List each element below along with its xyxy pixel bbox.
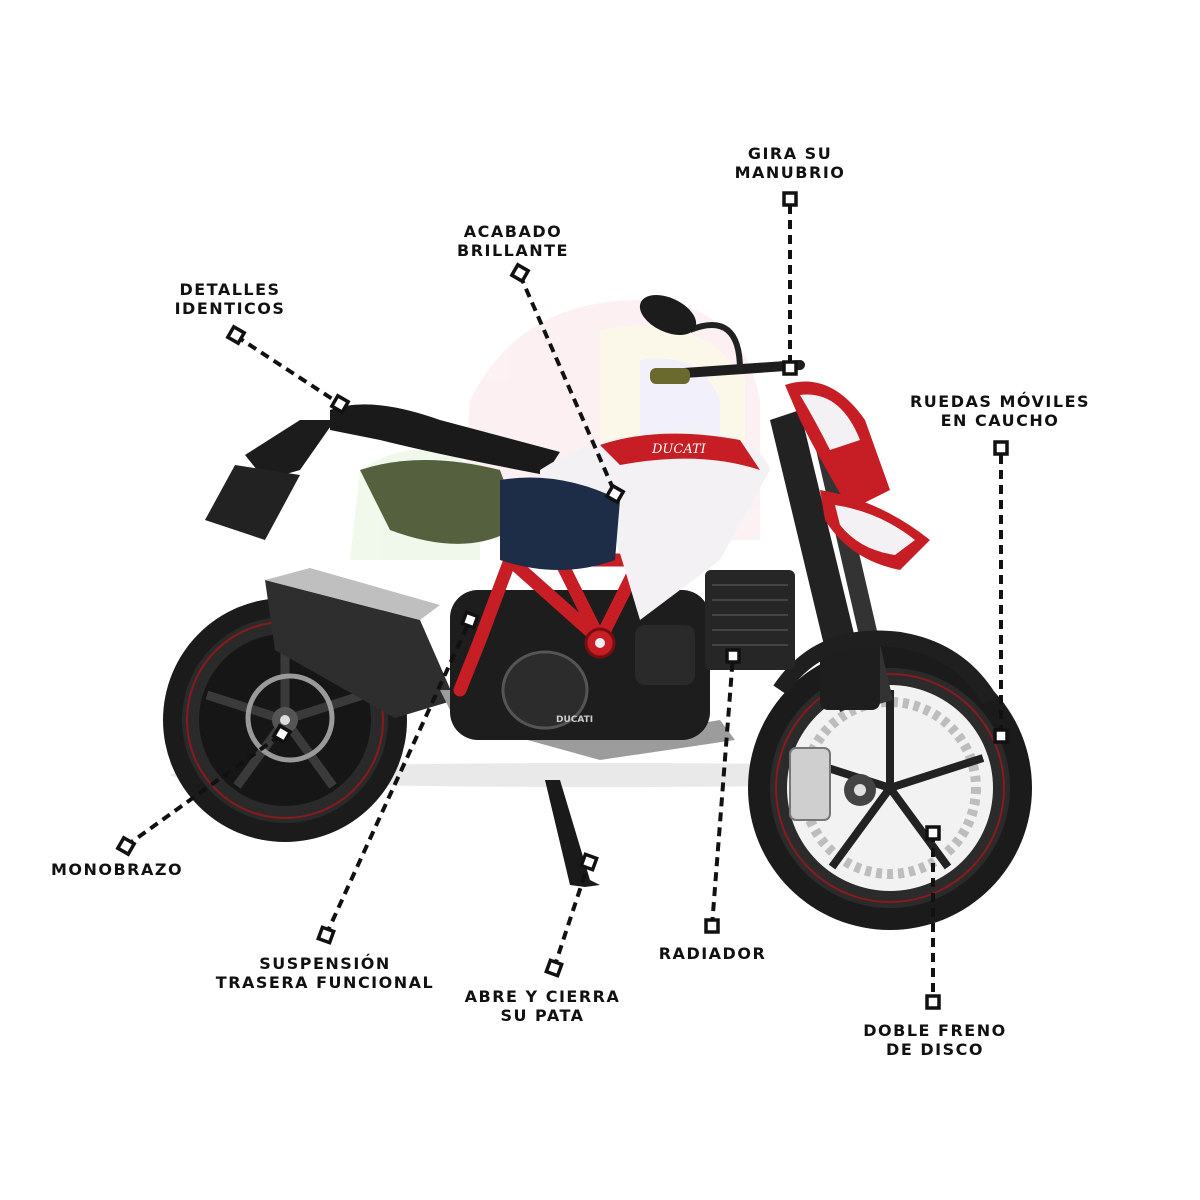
label-detalles-identicos: DETALLES IDENTICOS bbox=[174, 280, 286, 318]
side-panel bbox=[360, 460, 520, 544]
marker-acabado-top bbox=[509, 262, 531, 284]
callout-lines bbox=[124, 205, 1003, 1000]
tank-brand-text: DUCATI bbox=[651, 442, 707, 457]
engine: DUCATI bbox=[450, 590, 710, 740]
marker-monobrazo-start bbox=[115, 835, 137, 857]
fuel-tank: DUCATI bbox=[500, 430, 770, 620]
label-doble-freno-de-disco: DOBLE FRENO DE DISCO bbox=[863, 1021, 1007, 1059]
front-fork bbox=[770, 410, 997, 712]
sidestand bbox=[545, 780, 600, 887]
callout-markers bbox=[115, 191, 1009, 1010]
front-wheel bbox=[748, 646, 1032, 930]
marker-doble-bottom bbox=[925, 994, 941, 1010]
marker-abre-end bbox=[579, 852, 599, 872]
line-acabado bbox=[518, 274, 617, 494]
marker-doble-top bbox=[925, 825, 941, 841]
label-gira-su-manubrio: GIRA SU MANUBRIO bbox=[734, 144, 846, 182]
marker-ruedas-top bbox=[993, 440, 1009, 456]
line-monobrazo bbox=[124, 732, 284, 848]
handlebar bbox=[639, 295, 805, 384]
label-abre-y-cierra-su-pata: ABRE Y CIERRA SU PATA bbox=[464, 987, 621, 1025]
label-radiador: RADIADOR bbox=[658, 944, 767, 963]
label-ruedas-moviles-en-caucho: RUEDAS MÓVILES EN CAUCHO bbox=[909, 392, 1091, 430]
line-radiador bbox=[710, 655, 735, 927]
label-monobrazo: MONOBRAZO bbox=[50, 860, 184, 879]
marker-detalles-bottom bbox=[329, 393, 351, 415]
marker-abre-start bbox=[544, 958, 564, 978]
marker-suspension-start bbox=[316, 925, 336, 945]
seat bbox=[330, 404, 560, 475]
engine-brand-text: DUCATI bbox=[556, 715, 593, 725]
marker-detalles-top bbox=[225, 324, 247, 346]
marker-monobrazo-end bbox=[271, 723, 293, 745]
line-detalles bbox=[234, 334, 342, 406]
label-acabado-brillante: ACABADO BRILLANTE bbox=[457, 222, 569, 260]
marker-ruedas-bottom bbox=[993, 728, 1009, 744]
line-abre bbox=[552, 861, 591, 969]
line-suspension bbox=[324, 619, 472, 936]
marker-radiador-end bbox=[725, 648, 741, 664]
marker-acabado-bottom bbox=[604, 483, 626, 505]
marker-gira-bottom bbox=[782, 360, 798, 376]
radiator bbox=[705, 570, 795, 670]
marker-suspension-end bbox=[460, 610, 480, 630]
front-fairing bbox=[785, 381, 930, 570]
tail-section bbox=[205, 420, 335, 540]
marker-radiador-start bbox=[704, 918, 720, 934]
marker-gira-top bbox=[782, 191, 798, 207]
label-suspension-trasera-funcional: SUSPENSIÓN TRASERA FUNCIONAL bbox=[215, 954, 435, 992]
